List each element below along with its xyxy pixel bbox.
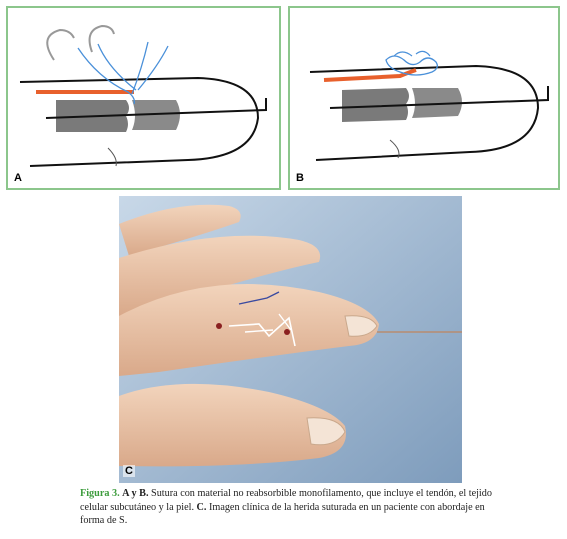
kirschner-wire bbox=[45, 98, 267, 119]
panel-label-b: B bbox=[296, 172, 304, 184]
suture-diagram-a bbox=[19, 24, 267, 167]
diagram-panel-a: A bbox=[6, 6, 281, 190]
skin-crease bbox=[389, 139, 400, 159]
suture-strand bbox=[131, 41, 149, 95]
white-suture bbox=[228, 316, 296, 347]
diagram-panel-b: B bbox=[288, 6, 560, 190]
panel-label-c: C bbox=[123, 465, 135, 477]
middle-phalanx-bone bbox=[342, 88, 409, 122]
index-finger bbox=[119, 204, 241, 256]
figure-caption: Figura 3. A y B. Sutura con material no … bbox=[80, 487, 500, 528]
clinical-photo-panel: C bbox=[119, 196, 462, 483]
operated-finger bbox=[119, 284, 379, 376]
thumb bbox=[119, 383, 346, 467]
suture-strand bbox=[77, 47, 136, 105]
skin-crease bbox=[107, 147, 117, 167]
finger-outline bbox=[19, 76, 260, 167]
caption-c-label: C. bbox=[196, 501, 207, 513]
caption-ab-label: A y B. bbox=[122, 488, 149, 499]
thumb-nail bbox=[306, 417, 346, 446]
suture-knot bbox=[385, 55, 438, 76]
wound-mark bbox=[284, 329, 290, 335]
clinical-photo bbox=[119, 196, 462, 483]
caption-c-text: Imagen clínica de la herida suturada en … bbox=[80, 501, 485, 527]
figure-number: Figura 3. bbox=[80, 488, 120, 499]
suture-knot bbox=[393, 50, 431, 57]
fingernail bbox=[344, 315, 378, 337]
suture-diagram-b bbox=[309, 50, 549, 161]
caption-ab-text: Sutura con material no reabsorbible mono… bbox=[80, 488, 492, 513]
finger-outline bbox=[309, 64, 540, 161]
distal-phalanx-bone bbox=[412, 88, 462, 118]
blue-suture bbox=[238, 291, 280, 305]
wound-mark bbox=[216, 323, 222, 329]
needle-icon bbox=[88, 24, 115, 53]
white-suture bbox=[244, 313, 292, 333]
suture-strand bbox=[97, 43, 137, 91]
needle-icon bbox=[46, 28, 75, 61]
suture-strand bbox=[137, 45, 169, 91]
tendon bbox=[323, 68, 417, 82]
panel-label-a: A bbox=[14, 172, 22, 184]
kirschner-wire bbox=[329, 86, 549, 109]
